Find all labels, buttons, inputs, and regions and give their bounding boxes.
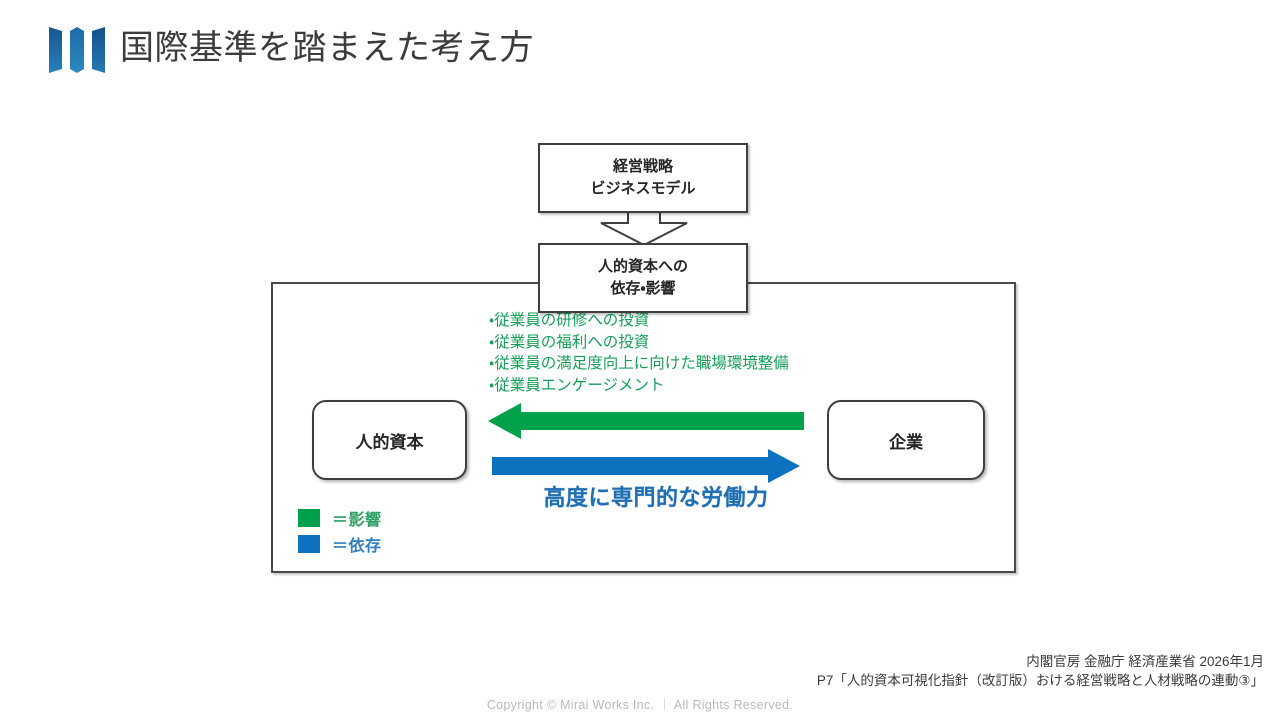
three-bars-logo-icon [49, 27, 105, 73]
green-square-swatch-icon [298, 509, 320, 527]
company-label: 企業 [889, 432, 923, 452]
right-arrow-icon [492, 449, 800, 483]
source-note-line1: 内閣官房 金融庁 経済産業省 2026年1月 [1026, 654, 1264, 669]
left-arrow-icon [488, 403, 804, 439]
human-capital-label: 人的資本 [355, 432, 424, 452]
down-block-arrow-icon [600, 211, 688, 247]
legend-label-dependence: ＝依存 [332, 538, 382, 555]
list-item: ・従業員の研修への投資 [489, 312, 650, 329]
list-item: ・従業員の福利への投資 [489, 333, 650, 351]
blue-square-swatch-icon [298, 535, 320, 553]
bullet-list: ・従業員の研修への投資 ・従業員の福利への投資 ・従業員の満足度向上に向けた職場… [489, 310, 909, 396]
dependency-box: 人的資本への 依存・影響 [538, 243, 748, 313]
page-title: 国際基準を踏まえた考え方 [120, 29, 534, 67]
list-item: ・従業員の満足度向上に向けた職場環境整備 [489, 355, 789, 372]
legend-item-influence: ＝影響 [298, 505, 382, 531]
legend: ＝影響 ＝依存 [298, 505, 382, 557]
copyright-text: Copyright © Mirai Works Inc. ｜ All Right… [486, 698, 794, 712]
legend-label-influence: ＝影響 [332, 512, 382, 529]
list-item: ・従業員エンゲージメント [489, 376, 665, 394]
flow-caption: 高度に専門的な労働力 [543, 485, 769, 510]
strategy-box: 経営戦略 ビジネスモデル [538, 143, 748, 213]
dependency-box-line2: 依存・影響 [610, 280, 676, 297]
source-note: 内閣官房 金融庁 経済産業省 2026年1月 P7「人的資本可視化指針（改訂版）… [817, 652, 1264, 690]
slide-header: 国際基準を踏まえた考え方 [0, 0, 1280, 100]
company-box: 企業 [827, 400, 985, 480]
strategy-box-line2: ビジネスモデル [590, 180, 696, 197]
strategy-box-line1: 経営戦略 [612, 158, 673, 175]
source-note-line2: P7「人的資本可視化指針（改訂版）おける経営戦略と人材戦略の連動③」 [816, 673, 1264, 688]
legend-item-dependence: ＝依存 [298, 531, 382, 557]
human-capital-box: 人的資本 [312, 400, 467, 480]
dependency-box-line1: 人的資本への [597, 258, 688, 275]
